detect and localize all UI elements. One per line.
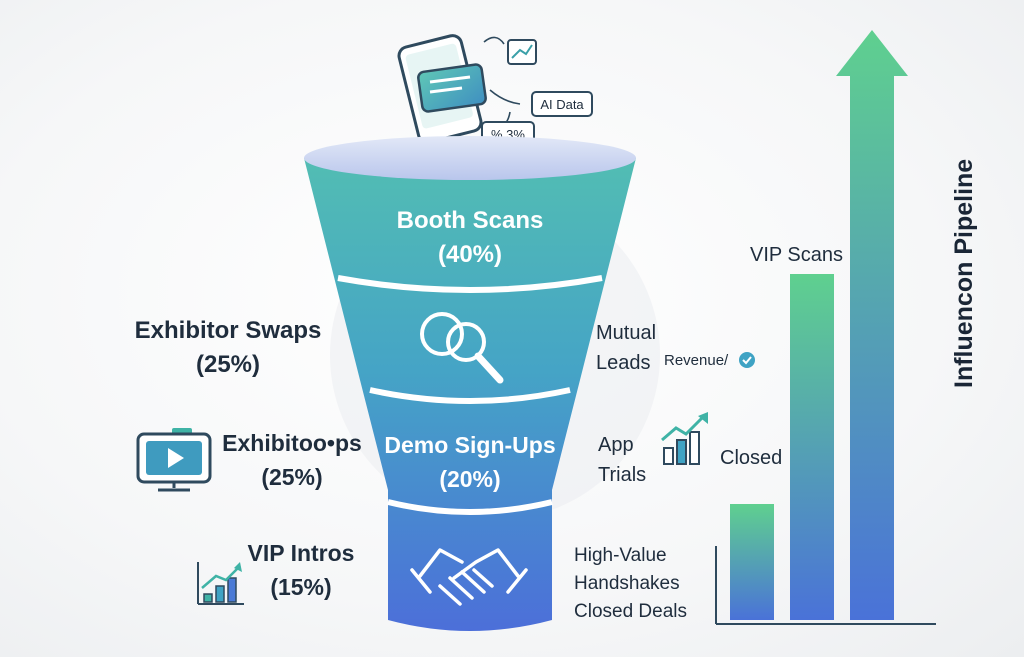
stage-booth-scans-label: Booth Scans (396, 207, 544, 234)
funnel (304, 136, 636, 631)
revenue-label: Revenue/ (664, 352, 729, 369)
vip-scans-label: VIP Scans (750, 244, 844, 266)
check-badge-icon (739, 352, 755, 368)
pipeline-bar-1 (730, 504, 774, 620)
phone-icon (397, 34, 487, 144)
leads-label: Leads (596, 352, 651, 374)
exhibitoops-label: Exhibitoo•ps (222, 430, 362, 456)
magnifier-icon (420, 312, 504, 384)
handshake-icon (410, 548, 528, 606)
video-monitor-icon (136, 428, 212, 492)
exhibitor-swaps-label: Exhibitor Swaps (134, 317, 322, 344)
app-label: App (598, 434, 634, 456)
trials-label: Trials (598, 464, 647, 486)
vip-intros-pct: (15%) (270, 574, 332, 600)
pipeline-title: Influencon Pipeline (950, 158, 978, 388)
exhibitor-swaps-pct: (25%) (195, 351, 261, 378)
chart-chip-icon (483, 36, 537, 65)
bar-growth-icon-right (661, 412, 708, 465)
phone-illustration: AI Data % 3% (397, 34, 593, 147)
funnel-band-2 (369, 387, 571, 404)
closed-deals-label: Closed Deals (574, 601, 687, 622)
funnel-band-3 (387, 499, 553, 515)
handshakes-label: Handshakes (574, 573, 680, 594)
high-value-label: High-Value (574, 545, 667, 566)
funnel-rim (304, 136, 636, 180)
bar-growth-icon-left (197, 562, 244, 605)
exhibitoops-pct: (25%) (261, 464, 323, 490)
funnel-band-1 (337, 275, 603, 293)
ai-data-text: AI Data (540, 97, 584, 112)
pipeline-bars (715, 30, 936, 625)
funnel-body (304, 158, 636, 631)
stage-demo-signups-label: Demo Sign-Ups (384, 432, 556, 458)
ai-data-chip (531, 91, 593, 117)
vip-intros-label: VIP Intros (247, 540, 355, 566)
stage-demo-signups-pct: (20%) (439, 466, 501, 492)
closed-label: Closed (720, 447, 783, 469)
stage-booth-scans-pct: (40%) (437, 241, 503, 268)
pipeline-bar-arrow (836, 30, 908, 620)
mutual-label: Mutual (596, 322, 657, 344)
pipeline-bar-2 (790, 274, 834, 620)
